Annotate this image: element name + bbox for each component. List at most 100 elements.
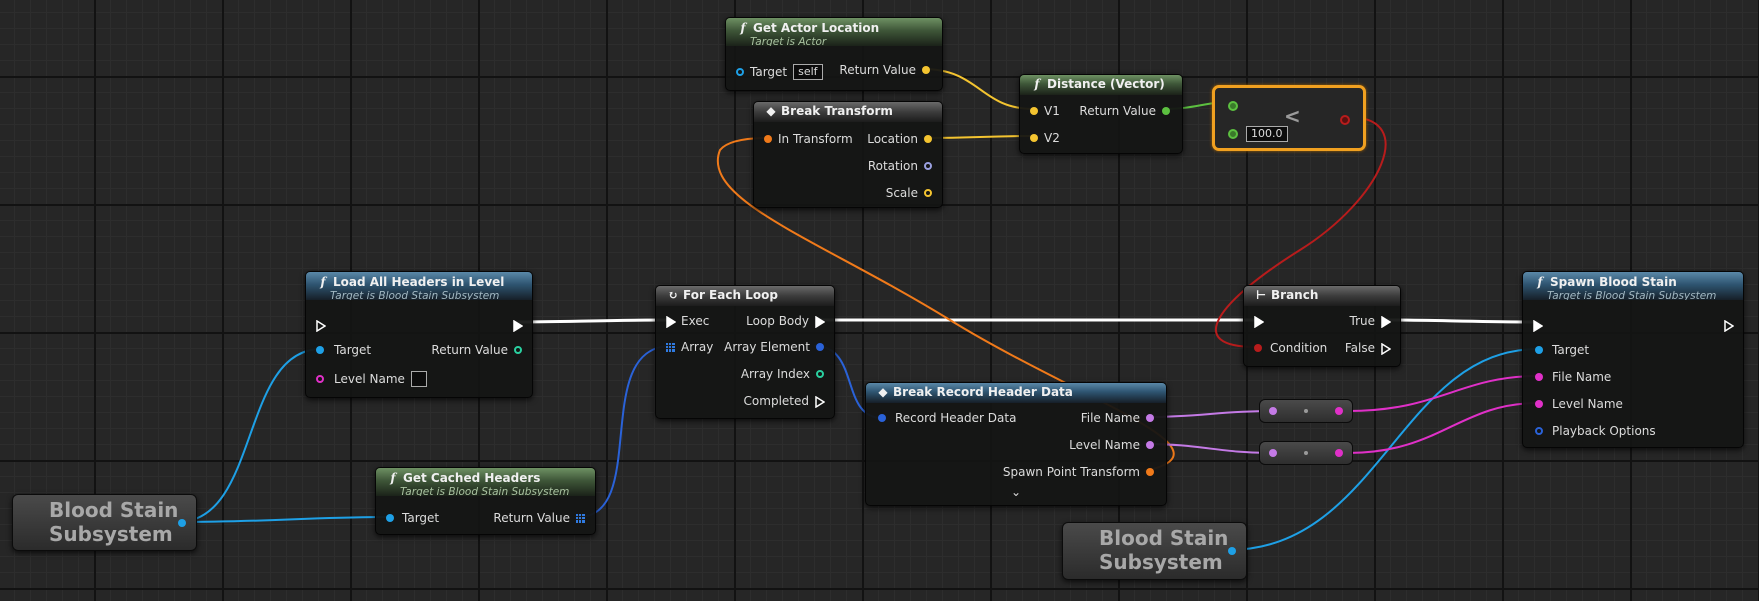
exec-out-pin[interactable]: [513, 319, 523, 332]
level-name-label: Level Name: [1552, 397, 1623, 411]
node-subtitle: Target is Blood Stain Subsystem: [330, 290, 500, 300]
false-label: False: [1344, 341, 1375, 355]
node-break-record-header[interactable]: ◆Break Record Header Data Record Header …: [865, 382, 1167, 506]
file-name-pin[interactable]: [1146, 414, 1154, 422]
conversion-dot: [1304, 451, 1308, 455]
node-for-each-loop[interactable]: ↻For Each Loop Exec Loop Body Array Arra…: [655, 285, 835, 419]
variable-node-blood-stain-subsystem-2[interactable]: Blood Stain Subsystem: [1062, 522, 1247, 580]
false-pin[interactable]: [1381, 342, 1391, 355]
target-pin[interactable]: [1535, 346, 1543, 354]
node-title: Branch: [1271, 288, 1319, 302]
target-label: Target: [402, 511, 440, 525]
node-header[interactable]: ◆Break Transform: [754, 102, 942, 122]
file-name-pin[interactable]: [1535, 373, 1543, 381]
scale-label: Scale: [885, 186, 918, 200]
array-index-pin[interactable]: [816, 370, 824, 378]
node-title: Load All Headers in Level: [333, 275, 505, 289]
target-label: Target: [750, 65, 788, 79]
in-transform-label: In Transform: [778, 132, 853, 146]
variable-label: Blood Stain Subsystem: [49, 498, 179, 546]
v1-pin[interactable]: [1030, 107, 1038, 115]
array-index-label: Array Index: [740, 367, 810, 381]
conversion-in-pin[interactable]: [1269, 449, 1277, 457]
break-icon: ◆: [766, 104, 776, 118]
loop-body-pin[interactable]: [815, 315, 825, 328]
array-pin[interactable]: [666, 342, 675, 352]
target-pin[interactable]: [316, 346, 324, 354]
a-pin[interactable]: [1228, 101, 1238, 111]
object-wire-var-to-cached-target: [177, 516, 392, 523]
conversion-out-pin[interactable]: [1335, 449, 1343, 457]
scale-pin[interactable]: [924, 189, 932, 197]
compare-symbol: <: [1284, 104, 1301, 128]
in-transform-pin[interactable]: [764, 135, 772, 143]
node-header[interactable]: ◆Break Record Header Data: [866, 383, 1166, 403]
function-icon: f: [320, 275, 326, 289]
node-break-transform[interactable]: ◆Break Transform In Transform Location R…: [753, 101, 943, 208]
array-label: Array: [681, 340, 714, 354]
true-pin[interactable]: [1381, 315, 1391, 328]
target-pin[interactable]: [386, 514, 394, 522]
exec-in-pin[interactable]: [316, 319, 326, 332]
exec-in-pin[interactable]: [1533, 319, 1543, 332]
conversion-in-pin[interactable]: [1269, 407, 1277, 415]
variable-node-blood-stain-subsystem[interactable]: Blood Stain Subsystem: [12, 494, 197, 551]
variable-output-pin[interactable]: [1228, 547, 1236, 555]
level-name-pin[interactable]: [316, 375, 324, 383]
level-name-pin[interactable]: [1535, 400, 1543, 408]
node-title: Distance (Vector): [1047, 77, 1165, 91]
spawn-point-label: Spawn Point Transform: [1002, 465, 1140, 479]
v2-pin[interactable]: [1030, 134, 1038, 142]
variable-output-pin[interactable]: [178, 519, 186, 527]
node-branch[interactable]: ⊢Branch True Condition False: [1243, 285, 1401, 367]
node-title: For Each Loop: [683, 288, 778, 302]
target-default-field[interactable]: self: [793, 64, 823, 80]
location-pin[interactable]: [924, 135, 932, 143]
array-element-pin[interactable]: [816, 343, 824, 351]
conversion-out-pin[interactable]: [1335, 407, 1343, 415]
conversion-node-file-name[interactable]: [1259, 399, 1353, 423]
b-pin[interactable]: [1228, 129, 1238, 139]
variable-label: Blood Stain Subsystem: [1099, 526, 1229, 574]
completed-pin[interactable]: [815, 395, 825, 408]
return-pin[interactable]: [576, 513, 585, 523]
target-label: Target: [1552, 343, 1590, 357]
node-load-all-headers[interactable]: f Load All Headers in Level Target is Blo…: [305, 271, 533, 398]
record-header-pin[interactable]: [878, 414, 886, 422]
node-header[interactable]: f Load All Headers in Level Target is Blo…: [306, 272, 532, 300]
spawn-point-pin[interactable]: [1146, 468, 1154, 476]
exec-in-pin[interactable]: [1254, 315, 1264, 328]
chevron-down-icon[interactable]: ⌄: [1011, 485, 1022, 499]
array-element-label: Array Element: [724, 340, 810, 354]
node-header[interactable]: ⊢Branch: [1244, 286, 1400, 306]
exec-out-pin[interactable]: [1724, 319, 1734, 332]
return-pin[interactable]: [922, 66, 930, 74]
condition-label: Condition: [1270, 341, 1328, 355]
true-label: True: [1349, 314, 1376, 328]
exec-in-pin[interactable]: [666, 315, 676, 328]
rotation-pin[interactable]: [924, 162, 932, 170]
return-pin[interactable]: [1162, 107, 1170, 115]
level-name-pin[interactable]: [1146, 441, 1154, 449]
return-pin[interactable]: [514, 346, 522, 354]
target-pin[interactable]: [736, 68, 744, 76]
node-title: Spawn Blood Stain: [1550, 275, 1677, 289]
return-label: Return Value: [431, 343, 508, 357]
condition-pin[interactable]: [1254, 344, 1262, 352]
return-label: Return Value: [493, 511, 570, 525]
node-less-than-compare[interactable]: 100.0 <: [1212, 85, 1366, 151]
level-name-field[interactable]: [410, 371, 427, 387]
b-default-field[interactable]: 100.0: [1246, 126, 1288, 142]
result-pin[interactable]: [1340, 115, 1350, 125]
conversion-node-level-name[interactable]: [1259, 441, 1353, 465]
playback-options-pin[interactable]: [1535, 427, 1543, 435]
node-header[interactable]: ↻For Each Loop: [656, 286, 834, 306]
